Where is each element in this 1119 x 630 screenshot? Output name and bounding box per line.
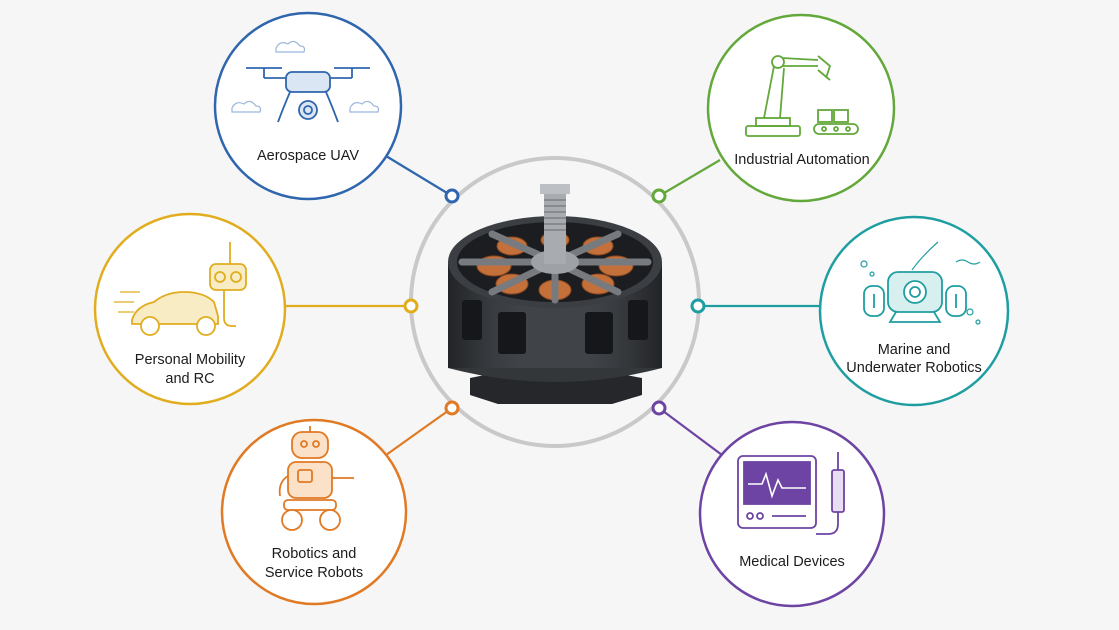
- node-label: Marine and: [878, 342, 951, 358]
- node-ring: [706, 13, 896, 203]
- drone-icon: [231, 40, 380, 123]
- robotic-arm-icon: [745, 55, 859, 137]
- node-service-robots: Robotics and Service Robots: [220, 418, 408, 606]
- node-medical-devices: Medical Devices: [698, 420, 886, 608]
- dot-medical-devices: [651, 400, 667, 416]
- dot-service-robots: [444, 400, 460, 416]
- node-label: and RC: [165, 371, 214, 387]
- node-ring: [220, 418, 408, 606]
- submarine-rov-icon: [860, 241, 981, 325]
- node-label: Underwater Robotics: [846, 360, 981, 376]
- connector-service-robots: [385, 407, 453, 456]
- service-robot-icon: [278, 426, 354, 531]
- node-marine-robotics: Marine and Underwater Robotics: [818, 215, 1010, 407]
- brushless-motor-illustration: [448, 184, 662, 404]
- node-aerospace-uav: Aerospace UAV: [213, 11, 403, 201]
- node-label: Medical Devices: [739, 554, 845, 570]
- node-label: Personal Mobility: [135, 352, 246, 368]
- node-label: Industrial Automation: [734, 152, 869, 168]
- node-label: Aerospace UAV: [257, 148, 359, 164]
- node-personal-mobility: Personal Mobility and RC: [93, 212, 287, 406]
- node-label: Robotics and: [272, 546, 357, 562]
- medical-monitor-icon: [737, 452, 845, 535]
- dot-aerospace-uav: [444, 188, 460, 204]
- dot-personal-mobility: [403, 298, 419, 314]
- connector-dots: [403, 188, 706, 416]
- node-ring: [698, 420, 886, 608]
- connectors: [285, 155, 820, 456]
- connector-industrial-automation: [658, 159, 721, 197]
- dot-industrial-automation: [651, 188, 667, 204]
- dot-marine-robotics: [690, 298, 706, 314]
- connector-aerospace-uav: [385, 155, 453, 197]
- connector-medical-devices: [658, 407, 723, 456]
- rc-car-icon: [114, 242, 247, 336]
- node-industrial-automation: Industrial Automation: [706, 13, 896, 203]
- node-label: Service Robots: [265, 565, 363, 581]
